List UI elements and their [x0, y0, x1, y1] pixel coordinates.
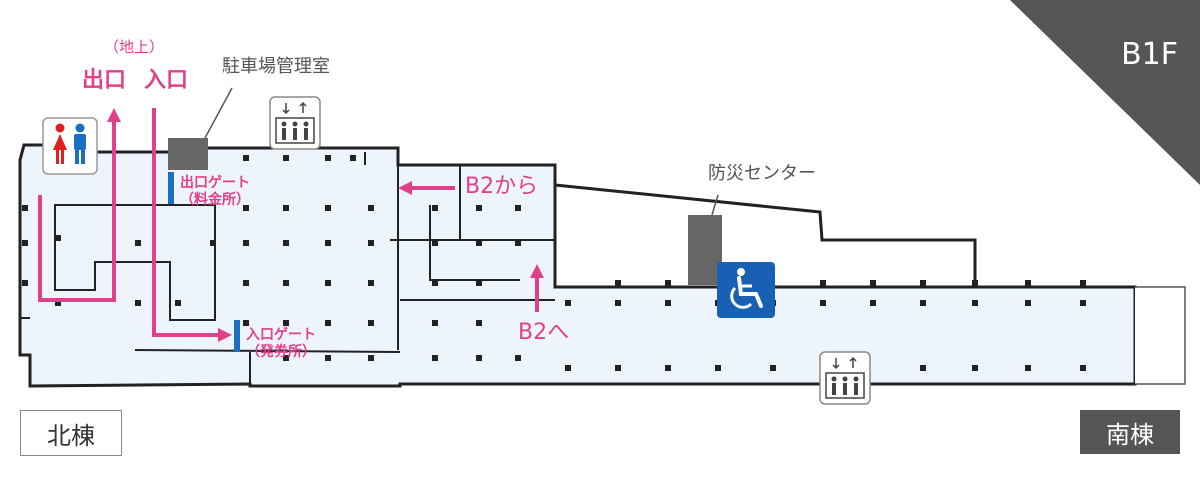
- entry-gate-label: 入口ゲート: [246, 327, 316, 343]
- exit-label: 出口: [82, 68, 127, 93]
- parking-office-label: 駐車場管理室: [222, 56, 330, 77]
- entry-gate: [234, 320, 240, 352]
- from-b2-label: B2から: [465, 174, 539, 199]
- disaster-center-block: [688, 215, 722, 285]
- entrance-label: 入口: [144, 68, 189, 93]
- north-building-label: 北棟: [20, 410, 122, 456]
- from-b2-arrow-head: [398, 181, 412, 195]
- disaster-center-label: 防災センター: [708, 163, 816, 184]
- to-b2-label: B2へ: [518, 320, 570, 345]
- north-internal-walls: [54, 148, 555, 386]
- exit-gate: [168, 172, 174, 204]
- wheelchair-icon: [717, 262, 775, 318]
- above-ground-label: （地上）: [104, 38, 165, 56]
- exit-gate-sublabel: （料金所）: [180, 192, 250, 208]
- floor-corner-badge: [1010, 0, 1200, 185]
- south-building-label: 南棟: [1080, 410, 1180, 454]
- restroom-icon: [42, 117, 98, 175]
- parking-office-block: [168, 138, 208, 170]
- entrance-route: [152, 108, 222, 337]
- exit-route: [38, 118, 116, 302]
- entry-gate-sublabel: （発券所）: [246, 344, 316, 360]
- entrance-arrow-head: [218, 328, 232, 342]
- south-stair-area: [1135, 286, 1186, 385]
- exit-arrow-head: [107, 108, 121, 122]
- columns: [22, 155, 1086, 371]
- south-wing-upper: [553, 183, 977, 289]
- floor-label: B1F: [1121, 37, 1178, 72]
- to-b2-arrow-head: [530, 264, 544, 278]
- exit-gate-label: 出口ゲート: [180, 175, 250, 191]
- elevator-icon: [269, 96, 321, 150]
- elevator-icon: [819, 351, 871, 405]
